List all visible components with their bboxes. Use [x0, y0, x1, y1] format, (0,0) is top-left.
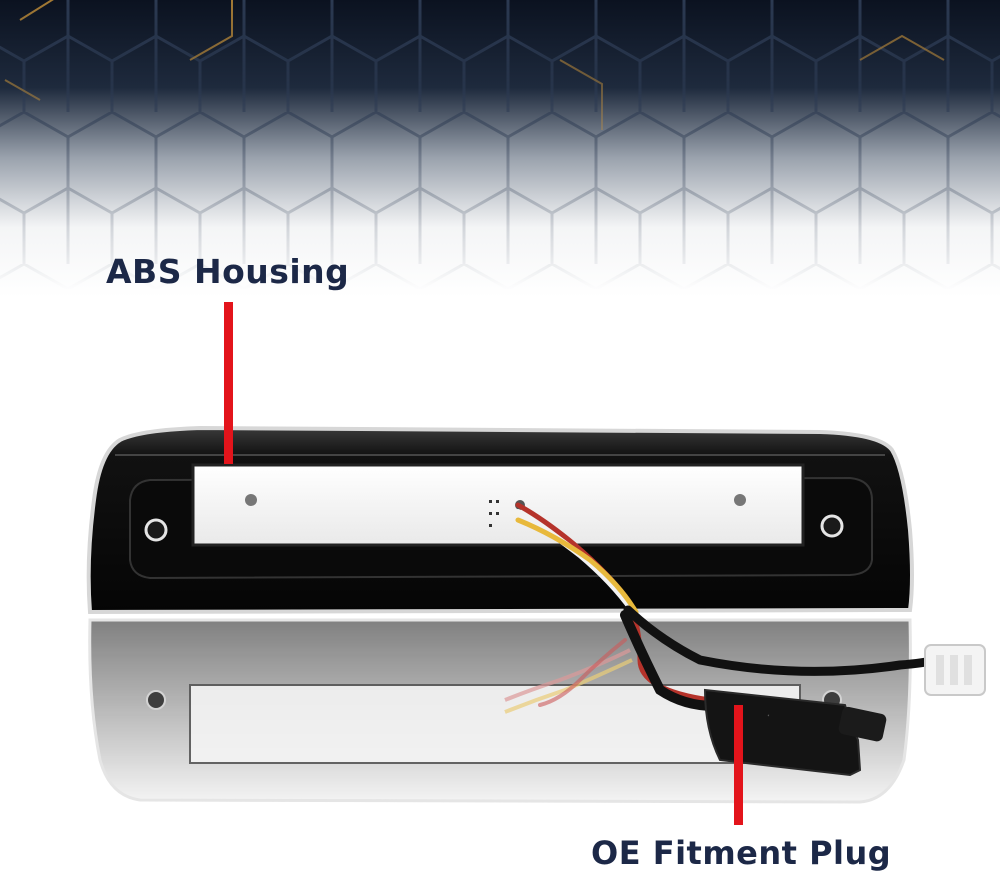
oe-fitment-plug-label: OE Fitment Plug — [591, 834, 892, 872]
svg-text:.: . — [765, 708, 773, 720]
abs-housing-pointer — [224, 302, 233, 464]
abs-housing-label: ABS Housing — [106, 252, 350, 291]
plug-module: . — [703, 688, 887, 777]
brake-light — [86, 425, 914, 615]
plug-pointer — [734, 705, 743, 825]
hexagon-pattern — [0, 0, 1000, 290]
led-strip — [191, 463, 805, 547]
white-connector — [924, 644, 986, 696]
